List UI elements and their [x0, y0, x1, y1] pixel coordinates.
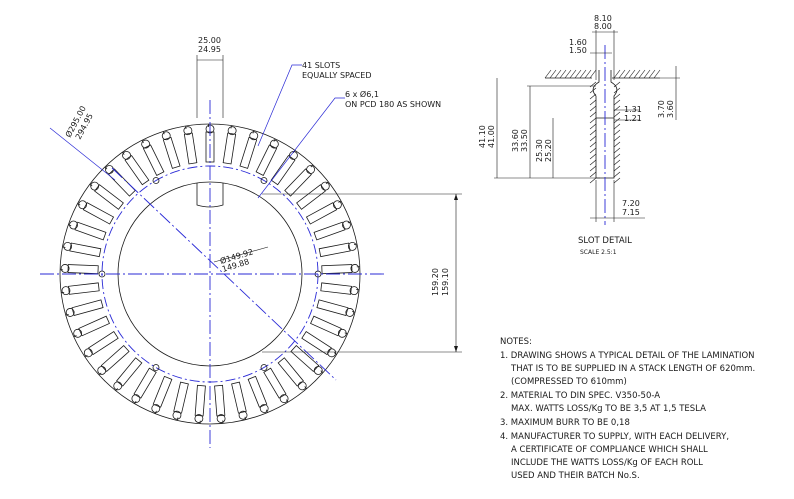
depth-a: 41.10 [478, 125, 487, 148]
mid-depth-a: 33.60 [511, 129, 520, 152]
slot [284, 164, 315, 197]
slot [60, 264, 99, 275]
lower-depth-a: 25.30 [535, 139, 544, 162]
slot [73, 315, 110, 338]
right-a: 3.70 [657, 100, 666, 118]
height-top: 159.20 [431, 268, 440, 296]
note-line: 2. MATERIAL TO DIN SPEC. V350-50-A [500, 391, 660, 401]
small-a: 1.31 [624, 105, 642, 114]
note-line: (COMPRESSED TO 610mm) [511, 377, 627, 387]
note-line: INCLUDE THE WATTS LOSS/Kg OF EACH ROLL [511, 458, 703, 468]
bolt-hole [260, 177, 268, 184]
notes-heading: NOTES: [500, 337, 532, 347]
bolt-hole [260, 364, 268, 371]
slots-note-line2: EQUALLY SPACED [302, 71, 371, 80]
slots-note-line1: 41 SLOTS [302, 61, 340, 70]
note-line: 4. MANUFACTURER TO SUPPLY, WITH EACH DEL… [500, 432, 729, 442]
slot [263, 367, 289, 404]
holes-note-line1: 6 x Ø6,1 [345, 89, 379, 99]
slot [131, 367, 157, 404]
slot [151, 375, 173, 414]
mid-depth-b: 33.50 [520, 129, 529, 152]
small-b: 1.21 [624, 114, 642, 123]
opening-b: 1.50 [569, 46, 587, 55]
slot [321, 264, 360, 275]
slot-width-bottom: 24.95 [198, 45, 221, 54]
bolt-holes [98, 177, 322, 371]
notes-block: NOTES: 1. DRAWING SHOWS A TYPICAL DETAIL… [500, 337, 755, 481]
slot [270, 150, 298, 186]
slot [141, 139, 165, 176]
note-line: USED AND THEIR BATCH No.S. [511, 471, 640, 481]
bottom-width-a: 7.20 [622, 199, 640, 208]
slot [310, 315, 348, 338]
slot [313, 220, 351, 241]
slot [161, 131, 181, 169]
bolt-hole [152, 364, 160, 371]
slot [222, 125, 237, 165]
slot-detail-title: SLOT DETAIL [578, 236, 632, 246]
slot [83, 330, 119, 358]
bottom-width-b: 7.15 [622, 208, 640, 217]
height-bottom: 159.10 [441, 268, 450, 296]
slot [318, 241, 358, 258]
holes-note-line2: ON PCD 180 AS SHOWN [345, 100, 441, 109]
lower-depth-b: 25.20 [544, 139, 553, 162]
note-line: 3. MAXIMUM BURR TO BE 0,18 [500, 418, 630, 428]
bolt-hole [98, 270, 106, 278]
note-line: MAX. WATTS LOSS/Kg TO BE 3,5 AT 1,5 TESL… [511, 404, 706, 414]
slot [113, 357, 143, 391]
slot-ring [60, 124, 360, 424]
slot [77, 200, 115, 225]
note-line: THAT IS TO BE SUPPLIED IN A STACK LENGTH… [510, 364, 755, 374]
slot [316, 299, 356, 317]
slot [97, 344, 130, 376]
slot [122, 151, 150, 186]
slot-detail: 8.10 8.00 1.60 1.50 41.10 41.00 33.60 33… [478, 14, 680, 256]
slot [305, 200, 342, 225]
slot-width-top: 25.00 [198, 36, 221, 45]
diagonal-centerline [111, 167, 337, 381]
lamination-view: 25.00 24.95 41 SLOTS EQUALLY SPACED 6 x … [40, 36, 462, 448]
note-line: 1. DRAWING SHOWS A TYPICAL DETAIL OF THE… [500, 351, 755, 361]
bolt-hole [152, 177, 160, 184]
top-width-b: 8.00 [594, 22, 612, 31]
slot [61, 282, 100, 296]
slot [255, 138, 279, 176]
slot [247, 375, 269, 413]
slot [65, 299, 104, 317]
slot [89, 181, 124, 210]
note-line: A CERTIFICATE OF COMPLIANCE WHICH SHALL [511, 445, 708, 455]
slot [301, 330, 337, 358]
slot [290, 344, 324, 375]
slot [183, 125, 198, 165]
slot [194, 384, 206, 424]
slot [62, 241, 102, 258]
slot [320, 282, 360, 296]
slot [214, 384, 226, 424]
slot [277, 357, 307, 391]
slot [239, 130, 259, 169]
opening-a: 1.60 [569, 38, 587, 47]
slot [231, 381, 248, 420]
right-b: 3.60 [666, 100, 675, 118]
top-width-a: 8.10 [594, 14, 612, 23]
slot-detail-scale: SCALE 2.5:1 [580, 249, 617, 256]
slot [68, 220, 107, 241]
depth-b: 41.00 [487, 125, 496, 148]
slot [172, 381, 189, 421]
